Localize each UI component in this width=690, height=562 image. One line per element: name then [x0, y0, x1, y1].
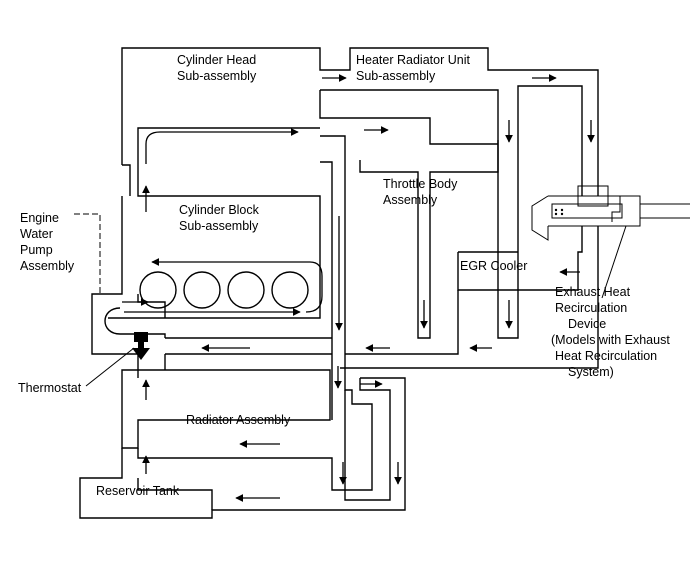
flow-arrows [122, 74, 595, 502]
label-throttle-body-2: Assembly [383, 193, 438, 207]
label-water-pump-2: Water [20, 227, 53, 241]
thermostat-leader [85, 347, 135, 387]
label-throttle-body-1: Throttle Body [383, 177, 458, 191]
label-heater-radiator-1: Heater Radiator Unit [356, 53, 470, 67]
label-water-pump-4: Assembly [20, 259, 75, 273]
label-egr-cooler: EGR Cooler [460, 259, 527, 273]
exhaust-heat-device [531, 185, 690, 299]
label-heater-radiator-2: Sub-assembly [356, 69, 436, 83]
label-exhaust-heat-6: System) [568, 365, 614, 379]
label-cylinder-head-1: Cylinder Head [177, 53, 256, 67]
label-exhaust-heat-5: Heat Recirculation [555, 349, 657, 363]
label-radiator: Radiator Assembly [186, 413, 291, 427]
label-exhaust-heat-3: Device [568, 317, 606, 331]
cylinder-bores [139, 271, 309, 309]
component-labels: Cylinder Head Sub-assembly Heater Radiat… [18, 53, 670, 498]
cylinder-2 [183, 271, 221, 309]
thermostat-symbol [132, 332, 150, 360]
label-cylinder-head-2: Sub-assembly [177, 69, 257, 83]
label-exhaust-heat-1: Exhaust Heat [555, 285, 631, 299]
label-exhaust-heat-4: (Models with Exhaust [551, 333, 670, 347]
cylinder-4 [271, 271, 309, 309]
label-cylinder-block-1: Cylinder Block [179, 203, 260, 217]
label-cylinder-block-2: Sub-assembly [179, 219, 259, 233]
label-water-pump-1: Engine [20, 211, 59, 225]
cylinder-3 [227, 271, 265, 309]
cylinder-1 [139, 271, 177, 309]
water-pump-leader [74, 213, 101, 296]
coolant-passages [79, 47, 599, 519]
label-thermostat: Thermostat [18, 381, 82, 395]
label-water-pump-3: Pump [20, 243, 53, 257]
label-reservoir: Reservoir Tank [96, 484, 180, 498]
label-exhaust-heat-2: Recirculation [555, 301, 627, 315]
arrow-head-flow [145, 128, 299, 164]
